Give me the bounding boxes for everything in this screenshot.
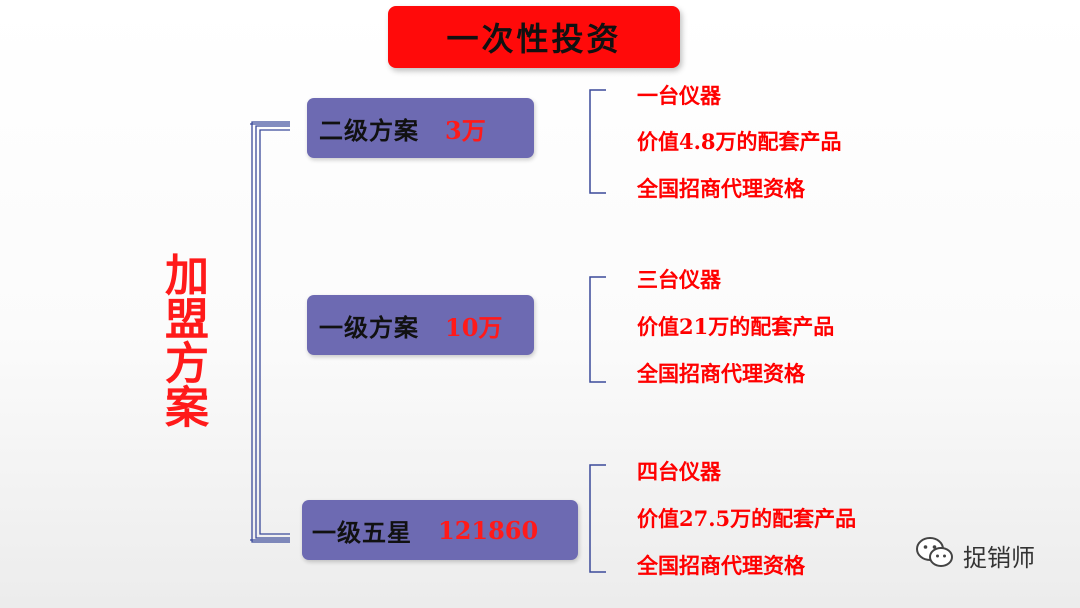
benefit-bracket-2	[589, 276, 606, 383]
benefit-bracket-1	[589, 89, 606, 194]
benefit-item: 价值27.5万的配套产品	[637, 506, 857, 531]
plan-price: 3万	[445, 115, 486, 145]
plan-box-level2: 二级方案 3万	[307, 98, 534, 158]
main-bracket	[250, 121, 290, 543]
plan-box-level1: 一级方案 10万	[307, 295, 534, 355]
benefit-item: 价值4.8万的配套产品	[637, 129, 842, 154]
title-banner: 一次性投资	[388, 6, 680, 68]
side-label: 加盟方案	[157, 252, 208, 428]
plan-box-five-star: 一级五星 121860	[302, 500, 578, 560]
plan-price: 10万	[445, 312, 503, 342]
watermark-text: 捉销师	[963, 543, 1035, 572]
benefit-bracket-3	[589, 464, 606, 573]
watermark: 捉销师	[915, 536, 1035, 574]
benefit-item: 价值21万的配套产品	[637, 314, 835, 339]
wechat-icon	[915, 536, 955, 574]
benefit-item: 全国招商代理资格	[637, 176, 805, 201]
benefit-item: 三台仪器	[637, 267, 721, 292]
benefit-item: 全国招商代理资格	[637, 553, 805, 578]
plan-name: 一级五星	[312, 517, 412, 547]
plan-name: 二级方案	[319, 115, 419, 145]
page-title: 一次性投资	[446, 20, 622, 58]
plan-name: 一级方案	[319, 312, 419, 342]
benefit-item: 一台仪器	[637, 83, 721, 108]
benefit-item: 四台仪器	[637, 459, 721, 484]
benefit-item: 全国招商代理资格	[637, 361, 805, 386]
plan-price: 121860	[438, 515, 539, 545]
